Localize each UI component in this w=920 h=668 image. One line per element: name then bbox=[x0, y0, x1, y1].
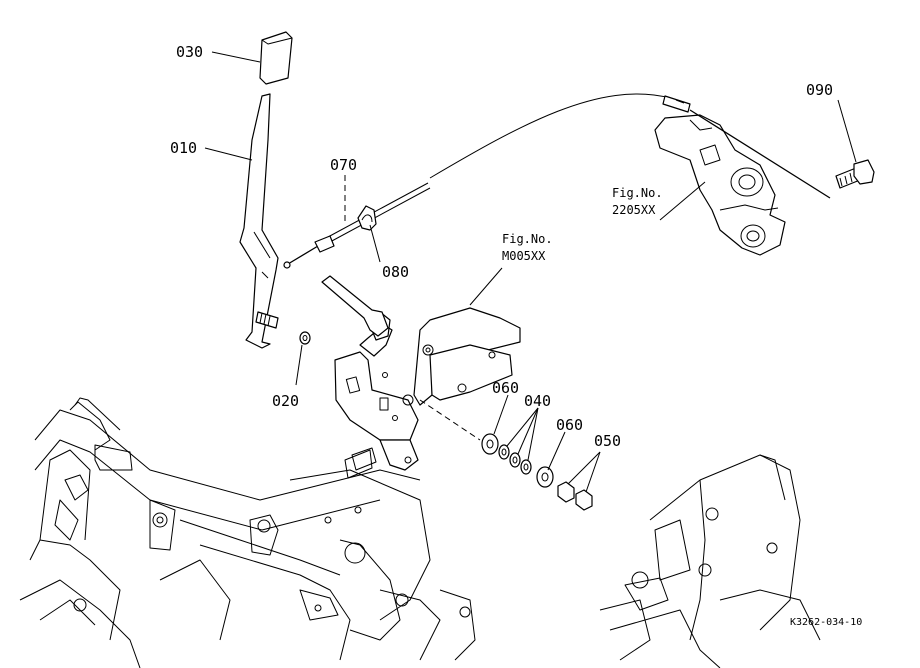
throttle-cable bbox=[283, 93, 831, 269]
link-bar bbox=[321, 275, 389, 337]
ref-2205-line1: Fig.No. bbox=[612, 186, 663, 200]
washer-stack bbox=[419, 399, 593, 511]
label-070: 070 bbox=[330, 156, 357, 174]
label-050: 050 bbox=[594, 432, 621, 450]
label-040: 040 bbox=[524, 392, 551, 410]
ref-m005-line1: Fig.No. bbox=[502, 232, 553, 246]
pedal-bracket bbox=[654, 114, 786, 256]
knob-030 bbox=[259, 31, 293, 85]
part-labels: 030 010 070 080 020 060 040 060 050 090 bbox=[170, 43, 833, 450]
label-080: 080 bbox=[382, 263, 409, 281]
pivot-bolt bbox=[255, 311, 279, 329]
bracket-assembly bbox=[334, 307, 521, 471]
leader-lines bbox=[204, 51, 857, 493]
label-010: 010 bbox=[170, 139, 197, 157]
ref-2205-line2: 2205XX bbox=[612, 203, 656, 217]
label-090: 090 bbox=[806, 81, 833, 99]
drawing-code: K3262-034-10 bbox=[790, 617, 862, 628]
ref-m005-line2: M005XX bbox=[502, 249, 546, 263]
frame-chassis bbox=[19, 397, 821, 668]
lever-010 bbox=[239, 93, 279, 349]
washer-020 bbox=[299, 331, 311, 345]
label-060-upper: 060 bbox=[492, 379, 519, 397]
figure-references: Fig.No. 2205XX Fig.No. M005XX bbox=[502, 186, 663, 263]
clip-080 bbox=[357, 205, 377, 231]
label-030: 030 bbox=[176, 43, 203, 61]
label-020: 020 bbox=[272, 392, 299, 410]
bolt-090 bbox=[835, 159, 875, 189]
label-060-lower: 060 bbox=[556, 416, 583, 434]
